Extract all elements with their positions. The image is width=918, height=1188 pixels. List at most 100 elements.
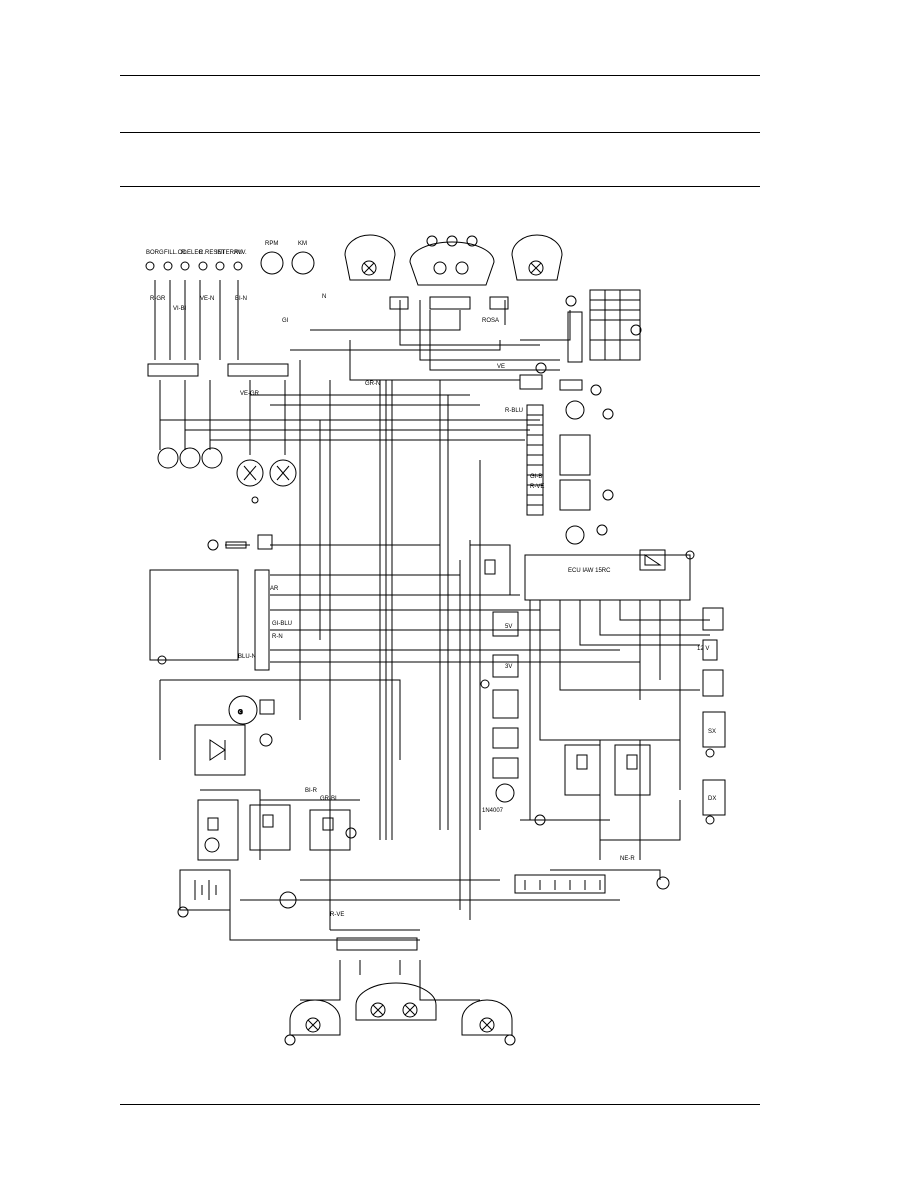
starter-motor-icon <box>204 837 220 853</box>
diagnostic-table-grid <box>590 290 640 360</box>
sensor-label: 3V <box>505 664 512 670</box>
fuse-icon <box>259 733 273 747</box>
warning-lamp-cross <box>243 465 257 481</box>
connector-block <box>489 296 509 310</box>
switch-module <box>559 479 591 511</box>
relay-box <box>614 744 651 796</box>
battery-cells-icon <box>194 880 217 900</box>
ecu-warning-icon <box>644 554 662 566</box>
wire-label: GI-BLU <box>272 621 292 627</box>
relay-coil-icon <box>207 817 219 831</box>
stalk-switch-icon <box>215 261 225 271</box>
cross-wire-26 <box>229 910 420 941</box>
ref-circle <box>705 815 715 825</box>
relay-coil-icon <box>576 754 588 770</box>
ref-circle <box>446 235 458 247</box>
sensor-box <box>702 607 724 631</box>
taillight-housing <box>355 982 437 1021</box>
taillight-bulb-cross <box>372 1004 384 1016</box>
sensor-label: 5V <box>505 624 512 630</box>
voltage-regulator <box>194 724 246 776</box>
ref-circle <box>602 408 614 420</box>
ref-circle <box>426 235 438 247</box>
right-front-bulb-icon <box>528 260 544 276</box>
headlamp-bulb-1-icon <box>433 261 447 275</box>
ecu-wire-2 <box>539 600 680 741</box>
ecu-wire-10 <box>600 800 681 841</box>
ref-circle <box>177 906 189 918</box>
rear-wire-1 <box>300 960 341 1001</box>
cross-wire-9 <box>429 310 560 371</box>
ecu-wire-3 <box>559 600 700 691</box>
right-rear-bulb-cross <box>481 1019 493 1031</box>
taillight-bulb-cross <box>404 1004 416 1016</box>
sensor-box <box>492 654 519 678</box>
relay-coil-icon <box>626 754 638 770</box>
taillight-bulb-1-icon <box>370 1002 386 1018</box>
ref-circle <box>630 324 642 336</box>
instrument-label: RPM <box>265 241 278 247</box>
connector-block <box>227 363 289 377</box>
footer-rule <box>120 1104 760 1105</box>
ref-circle <box>251 496 259 504</box>
ref-circle <box>705 748 715 758</box>
sensor-icon <box>565 525 585 545</box>
cross-wire-14 <box>270 560 461 576</box>
sensor-box <box>492 689 519 719</box>
switch-module <box>559 434 591 476</box>
resistor-body <box>225 541 247 549</box>
left-rear-bulb-cross <box>307 1019 319 1031</box>
stalk-switch-icon <box>180 261 190 271</box>
left-rear-bulb-icon <box>305 1017 321 1033</box>
switch-dx <box>702 779 726 816</box>
cross-wire-10 <box>399 300 540 346</box>
sensor-label: SX <box>708 729 716 735</box>
sensor-label: DX <box>708 796 716 802</box>
relay-box <box>249 804 291 851</box>
left-front-turn-housing <box>344 234 396 281</box>
cross-wire-20 <box>160 679 401 760</box>
diagnostic-table <box>589 289 641 361</box>
switch-connector <box>254 569 270 671</box>
left-front-bulb-icon <box>361 260 377 276</box>
starter-relay <box>197 799 239 861</box>
ref-circle <box>685 550 695 560</box>
indicator-bulb-icon <box>157 447 179 469</box>
stalk-switch-icon <box>145 261 155 271</box>
ecu-wire-5 <box>599 600 710 636</box>
wire-label: R-N <box>272 634 283 640</box>
ref-circle <box>466 235 478 247</box>
indicator-bulb-icon <box>179 447 201 469</box>
voltage-label: 12 V <box>697 646 709 652</box>
fuel-pump-relay <box>469 544 511 596</box>
ignition-switch-block <box>149 569 239 661</box>
connector-strip <box>567 311 583 363</box>
ref-circle <box>534 814 546 826</box>
connector-label: R-VE <box>530 484 544 490</box>
headlamp-bulb-2-icon <box>455 261 469 275</box>
fuse-box <box>514 874 606 894</box>
alternator-icon <box>228 695 258 725</box>
stalk-switch-icon <box>233 261 243 271</box>
resistor-body <box>559 379 583 391</box>
horn-icon <box>279 891 297 909</box>
cross-wire-22 <box>200 789 261 860</box>
stalk-switch-icon <box>198 261 208 271</box>
ground-wire <box>550 869 661 880</box>
wire-label: BI-N <box>235 296 247 302</box>
wire-label: VE-GR <box>240 391 260 397</box>
ref-circle <box>590 384 602 396</box>
stalk-switch-icon <box>163 261 173 271</box>
ref-circle <box>565 295 577 307</box>
left-front-bulb-cross <box>363 262 375 274</box>
connector-block <box>147 363 199 377</box>
tachometer-gauge-icon <box>260 251 284 275</box>
ground-point-icon <box>656 876 670 890</box>
ref-circle <box>284 1034 296 1046</box>
ref-circle <box>480 679 490 689</box>
connector-block <box>257 534 273 550</box>
harness-trunk-9 <box>349 340 520 381</box>
indicator-bulb-icon <box>201 447 223 469</box>
stalk-label: INTERRU <box>216 250 243 256</box>
connector-block <box>389 296 409 310</box>
